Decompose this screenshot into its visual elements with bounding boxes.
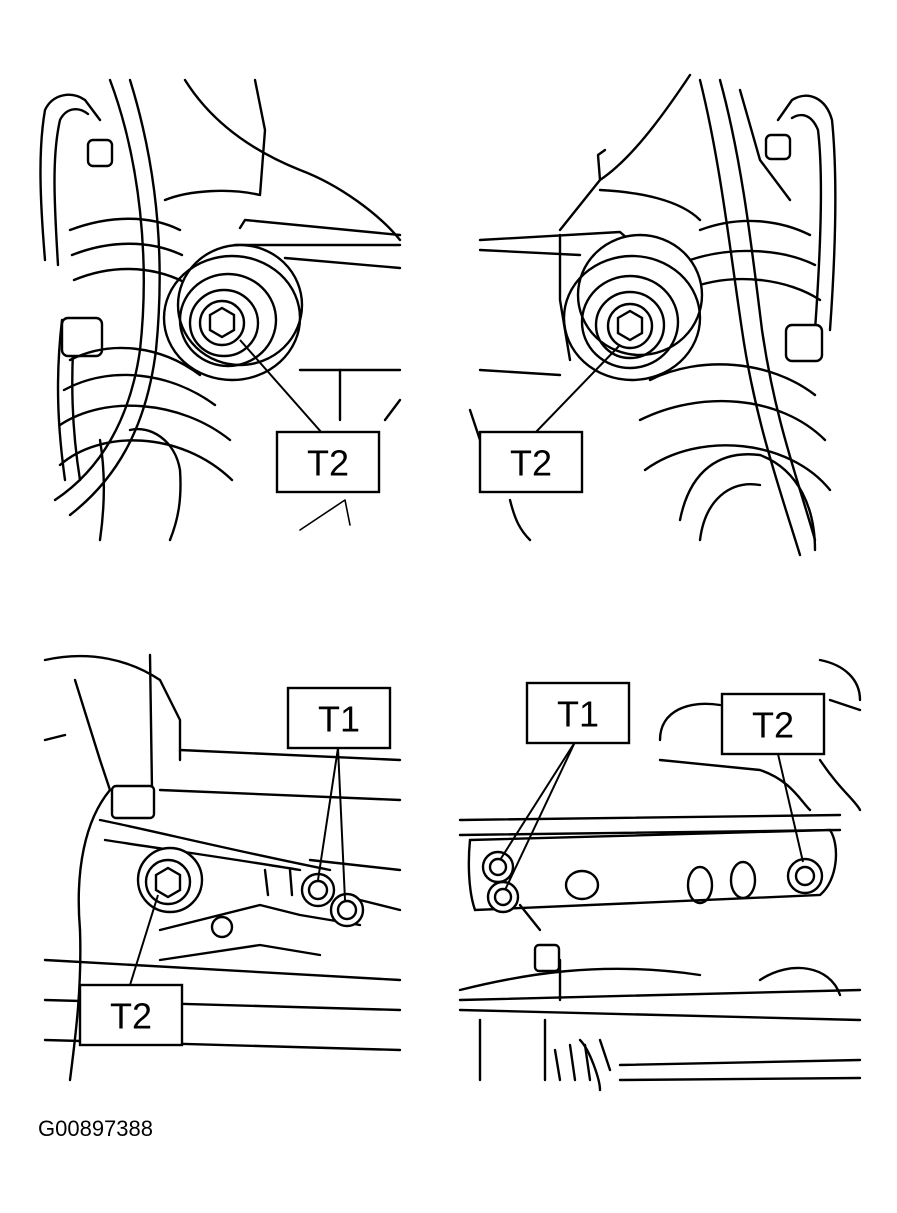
callout-label: T1 [557, 694, 599, 735]
callout-label: T1 [318, 699, 360, 740]
top-left-bracket [163, 78, 402, 422]
bottom-right-bolts [481, 850, 824, 914]
bottom-left-arm [98, 784, 362, 962]
top-right-bushing [562, 233, 704, 382]
panel-bottom-left: T1 T2 [43, 653, 402, 1082]
top-left-spring-coils [58, 217, 234, 542]
bottom-right-frame [458, 658, 862, 1092]
bottom-right-arm [458, 828, 838, 1082]
panel-top-left: T2 [39, 78, 402, 542]
callout-label: T2 [110, 996, 152, 1037]
top-left-fitting [60, 138, 114, 358]
callout-label: T2 [307, 443, 349, 484]
top-left-bushing [162, 243, 304, 382]
top-right-fitting [764, 133, 824, 363]
panel-top-right: T2 [468, 73, 837, 557]
top-right-hoses [698, 78, 837, 557]
callout-label: T2 [510, 443, 552, 484]
callout-label: T2 [752, 705, 794, 746]
figure-id: G00897388 [38, 1116, 153, 1141]
bottom-left-bolts [136, 846, 365, 928]
top-right-spring-coils [638, 219, 832, 552]
panel-bottom-right: T1 T2 [458, 658, 862, 1092]
